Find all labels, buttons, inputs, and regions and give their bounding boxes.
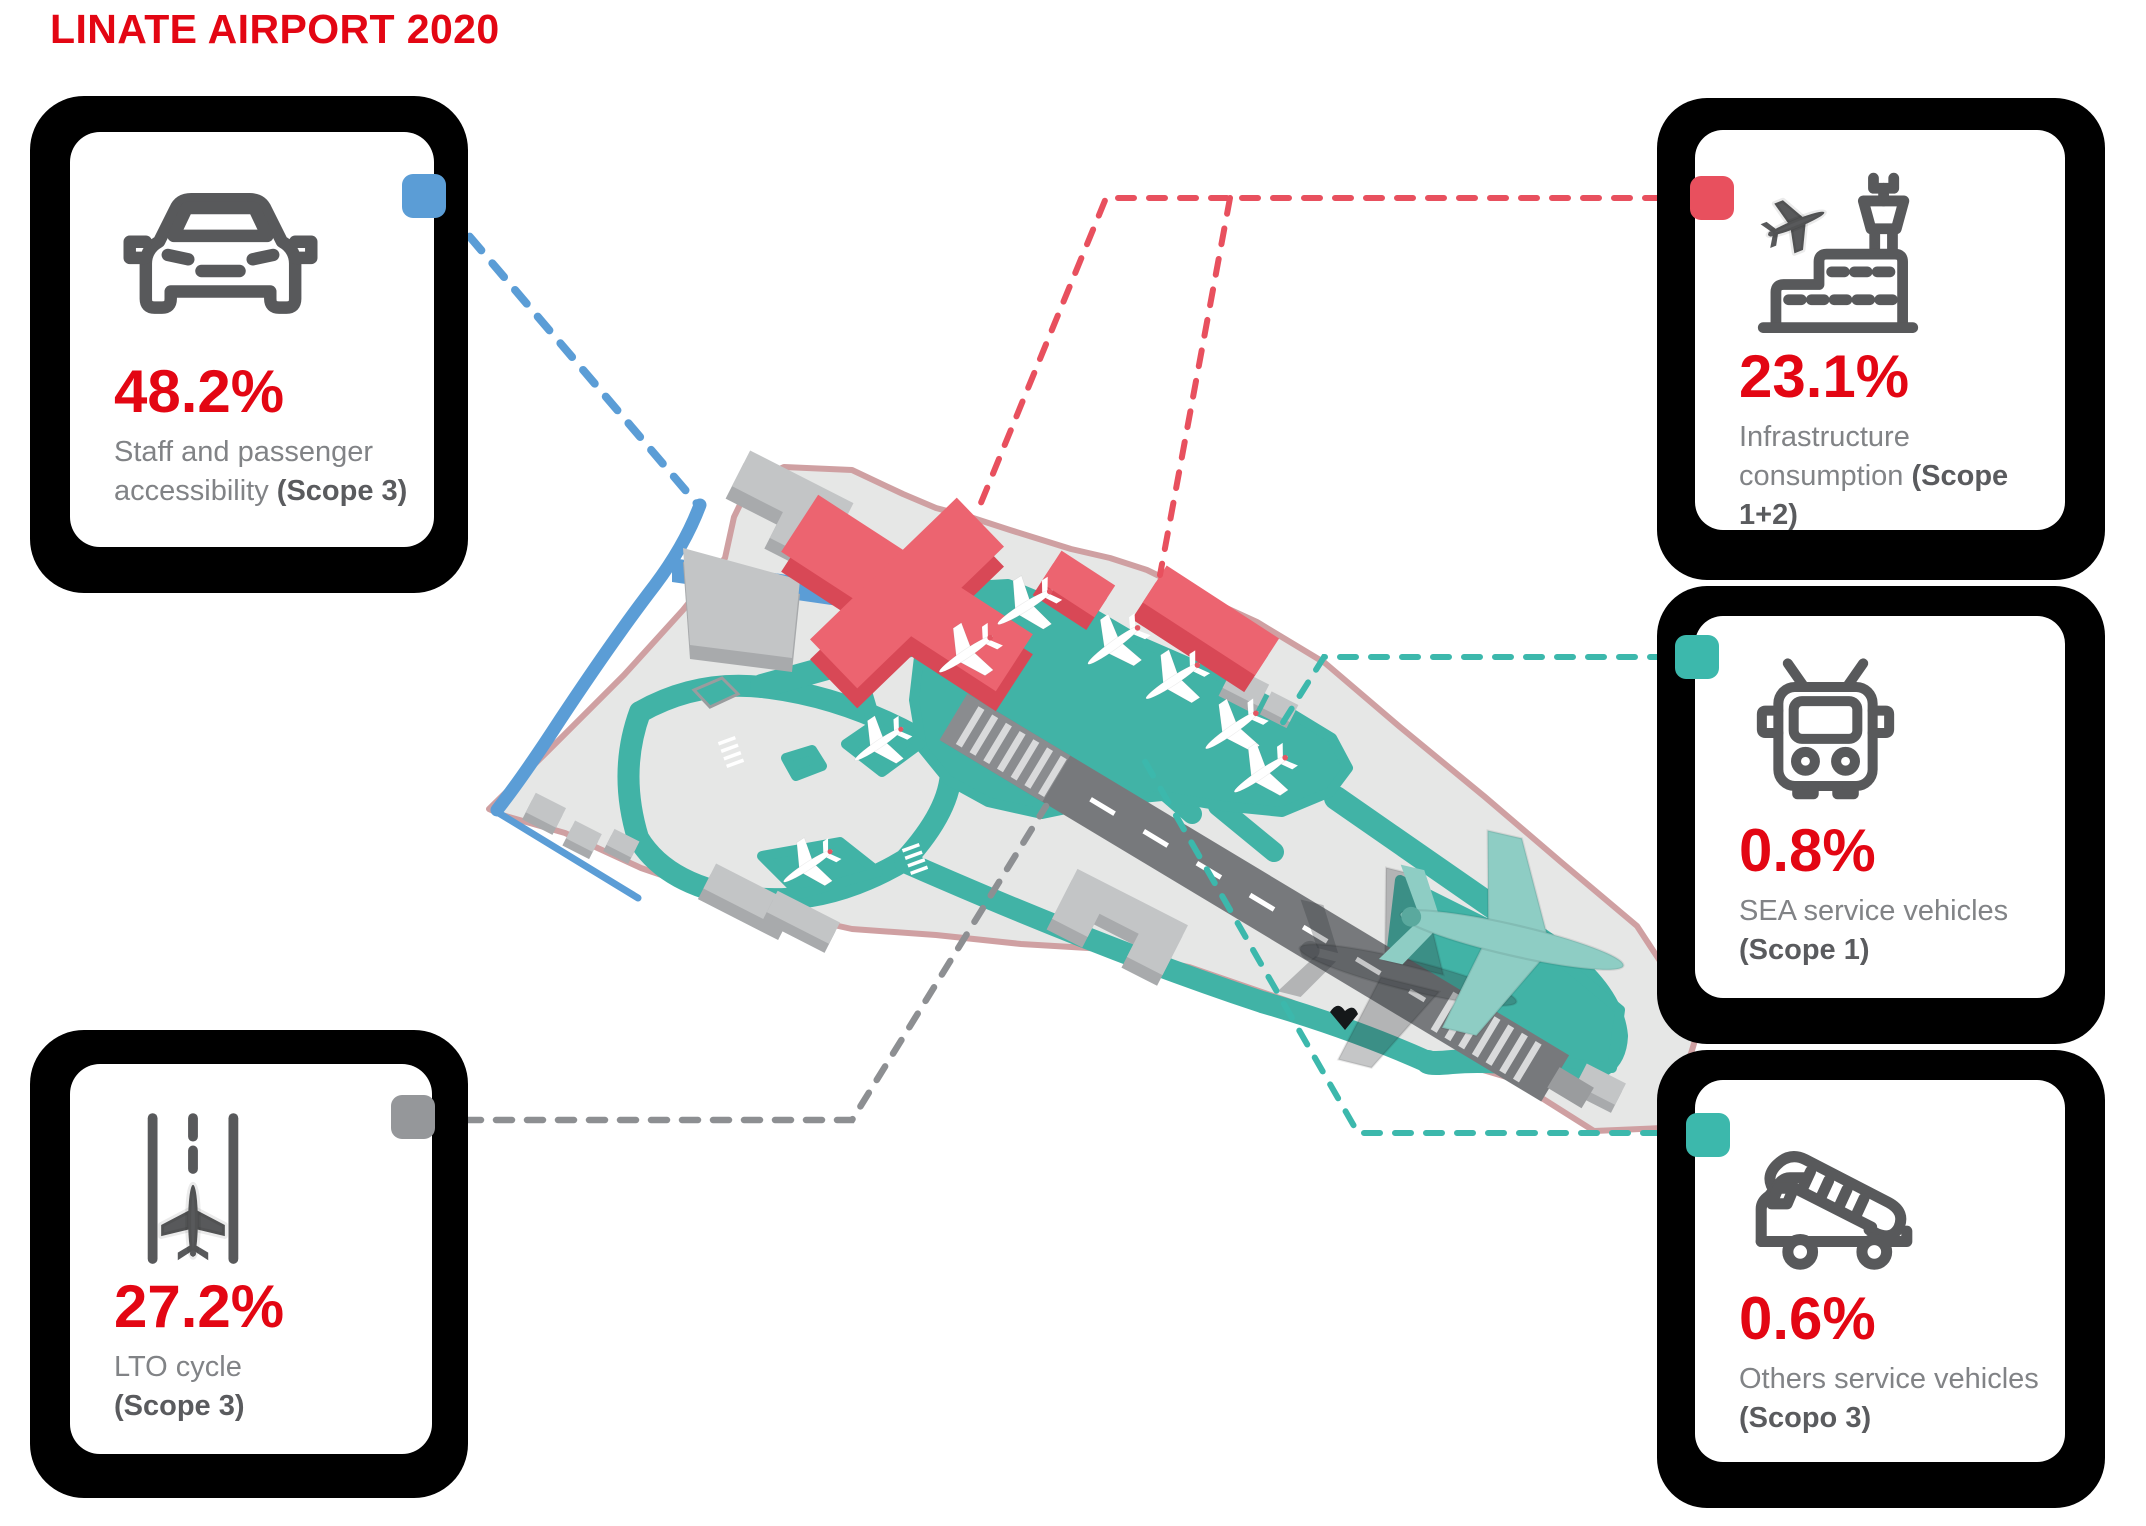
terminal-building (781, 494, 1033, 712)
caption-text: LTO cycle (114, 1351, 242, 1384)
caption-scope: (Scope 3) (276, 475, 408, 508)
connector-line-teal-bottom (1140, 755, 1693, 1136)
card-infrastructure-consumption: 23.1% Infrastructure consumption (Scope … (1657, 98, 2105, 580)
trolleybus-icon (1756, 658, 1895, 800)
red-building-long (1131, 565, 1280, 693)
bird-mark (1330, 1005, 1358, 1030)
connector-line-blue (443, 206, 702, 509)
percent-value: 27.2% (114, 1273, 285, 1341)
percent-value: 23.1% (1739, 343, 1910, 411)
caption-scope: (Scopo 3) (1739, 1401, 1872, 1434)
connector-square-gray (391, 1095, 435, 1139)
car-icon (123, 193, 318, 314)
caption-text: SEA service vehicles (1739, 895, 2009, 927)
card-sea-service-vehicles: 0.8% SEA service vehicles (Scope 1) (1657, 586, 2105, 1044)
caption-text: Others service vehicles (1739, 1363, 2039, 1395)
caption-text: Staff and passenger accessibility (114, 436, 374, 508)
connector-square-red (1690, 176, 1734, 220)
red-building-small (1032, 550, 1116, 630)
caption-scope: (Scope 1+2) (1739, 460, 2009, 532)
caption-scope: (Scope 1) (1739, 933, 1870, 966)
connector-line-gray (430, 802, 1050, 1124)
card-caption: Infrastructure consumption (Scope 1+2) (1739, 418, 2049, 535)
card-staff-passenger-accessibility: 48.2% Staff and passenger accessibility … (30, 96, 468, 593)
card-others-service-vehicles: 0.6% Others service vehicles (Scopo 3) (1657, 1050, 2105, 1508)
card-caption: SEA service vehicles (Scope 1) (1739, 892, 2049, 970)
card-caption: Staff and passenger accessibility (Scope… (114, 433, 418, 511)
connector-line-red (973, 195, 1695, 518)
connector-line-red-branch (1157, 195, 1233, 578)
connector-square-teal-mid (1675, 635, 1719, 679)
connector-square-teal-bottom (1686, 1113, 1730, 1157)
percent-value: 0.8% (1739, 817, 1876, 884)
percent-value: 0.6% (1739, 1285, 1876, 1352)
caption-scope: (Scope 3) (114, 1389, 245, 1422)
connector-line-teal-mid (1279, 654, 1700, 727)
page-title: LINATE AIRPORT 2020 (50, 6, 500, 52)
card-caption: Others service vehicles (Scopo 3) (1739, 1360, 2049, 1438)
airport-terminal-icon (1755, 172, 1919, 333)
runway-icon (147, 1113, 239, 1264)
card-caption: LTO cycle (Scope 3) (114, 1348, 314, 1426)
stairs-truck-icon (1755, 1151, 1913, 1270)
connector-lines (430, 195, 1700, 1136)
caption-text: Infrastructure consumption (1739, 421, 1910, 493)
connector-square-blue (402, 174, 446, 218)
percent-value: 48.2% (114, 358, 285, 426)
